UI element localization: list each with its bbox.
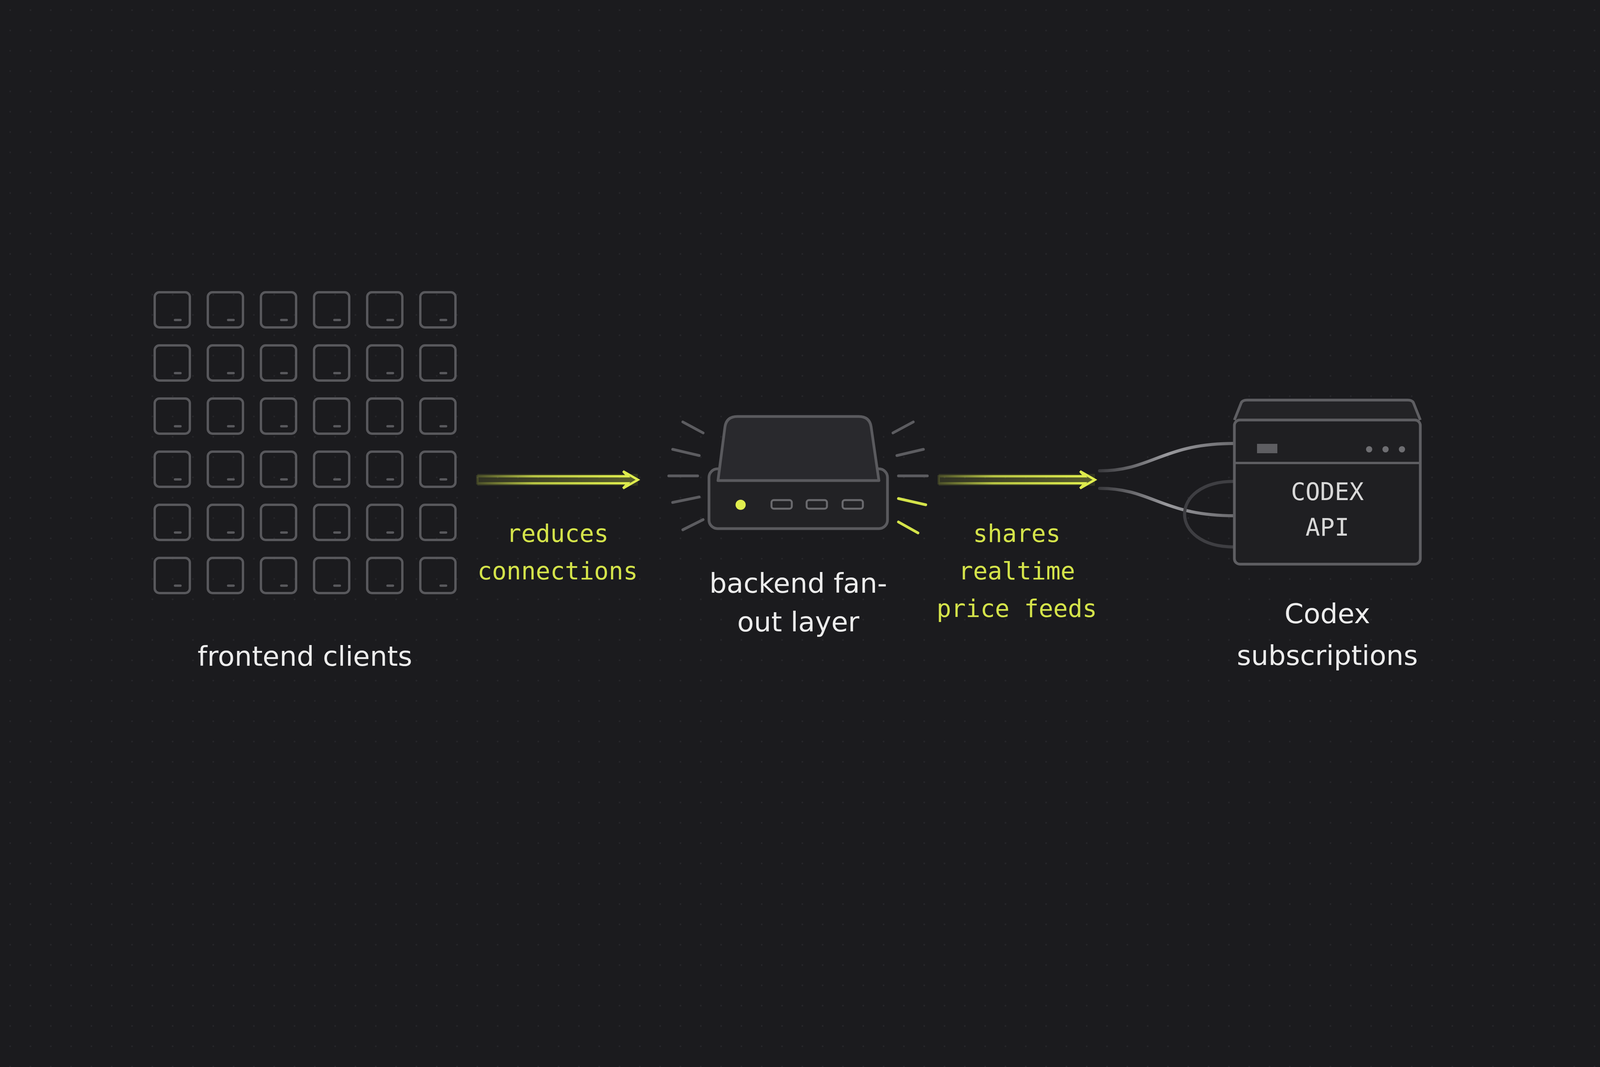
node-label: CODEX API — [1268, 473, 1386, 545]
node-label: frontend clients — [197, 640, 413, 672]
arrow-shape — [477, 471, 638, 489]
node-label: Codex subscriptions — [1225, 592, 1429, 677]
arrow-shape — [938, 471, 1095, 489]
flow-arrow — [938, 471, 1095, 489]
fan-out-device — [708, 416, 888, 529]
api-box: CODEX APICodex subscriptions — [1234, 400, 1421, 565]
edge-label: shares realtime price feeds — [932, 514, 1101, 628]
client-group: frontend clients — [153, 290, 457, 600]
node-label: backend fan-out layer — [700, 564, 897, 642]
edge-label: reduces connections — [473, 514, 642, 590]
flow-arrow — [477, 471, 638, 489]
api-window — [1234, 400, 1421, 565]
api-cables — [1099, 443, 1235, 547]
fan-out-server: backend fan-out layer — [708, 416, 888, 529]
client-grid — [153, 290, 472, 610]
